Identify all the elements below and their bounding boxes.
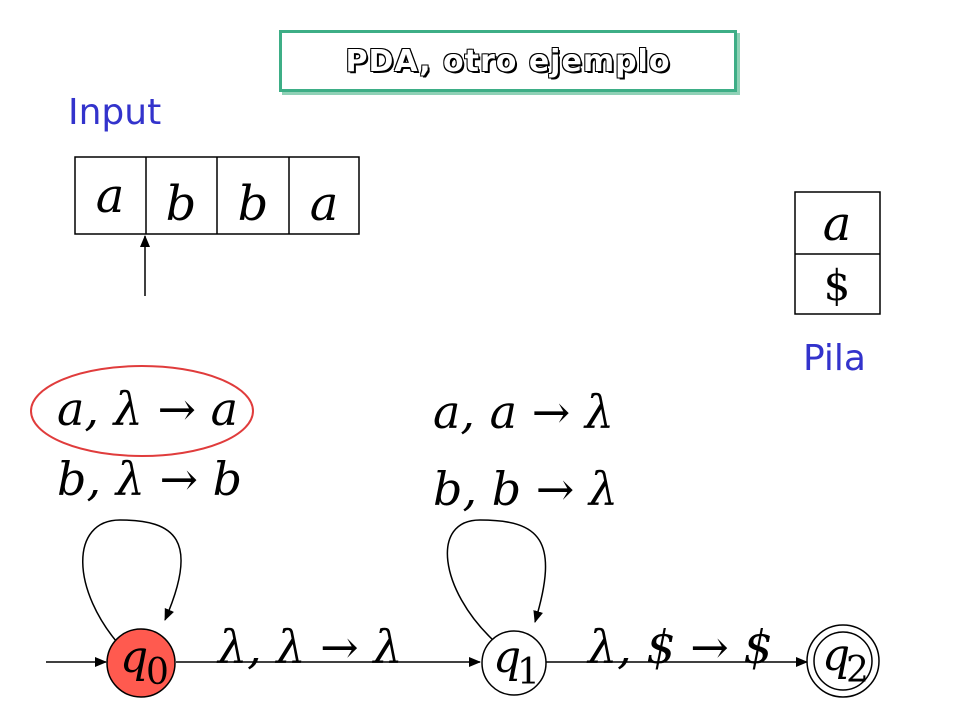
state-q1-name: q: [493, 632, 521, 683]
state-q1: q 1: [481, 630, 547, 696]
q0-loop-label-1: a, λ → a: [57, 382, 238, 436]
input-tape: a b b a: [74, 156, 360, 235]
input-label: Input: [68, 92, 162, 133]
stack-cell-0: a: [823, 196, 852, 252]
q0-q1-label: λ, λ → λ: [216, 620, 403, 674]
tape-cell-3: a: [310, 176, 339, 232]
page-title: PDA, otro ejemplo: [345, 43, 671, 79]
q1-loop-label-1: a, a → λ: [433, 385, 614, 439]
state-q2-name: q: [822, 630, 850, 681]
stack: a $: [794, 191, 881, 315]
tape-cell-0: a: [96, 168, 125, 224]
state-q0-sub: 0: [146, 652, 169, 693]
state-q1-sub: 1: [517, 652, 540, 693]
state-q2: q 2: [806, 624, 880, 698]
q1-q2-label: λ, $ → $: [586, 620, 773, 674]
state-q2-sub: 2: [846, 650, 869, 691]
stack-label: Pila: [803, 338, 866, 379]
q0-self-loop-arrow: [82, 519, 182, 649]
title-box: PDA, otro ejemplo: [279, 30, 737, 92]
tape-cell-2: b: [238, 176, 269, 232]
q1-self-loop-arrow: [446, 519, 547, 641]
stack-cell-1: $: [824, 261, 851, 310]
q0-loop-label-2: b, λ → b: [57, 452, 242, 506]
state-q0-name: q: [120, 632, 148, 683]
highlight-ellipse: [30, 365, 254, 457]
tape-cell-1: b: [166, 176, 197, 232]
q1-loop-label-2: b, b → λ: [433, 462, 618, 516]
state-q0: q 0: [106, 628, 176, 698]
